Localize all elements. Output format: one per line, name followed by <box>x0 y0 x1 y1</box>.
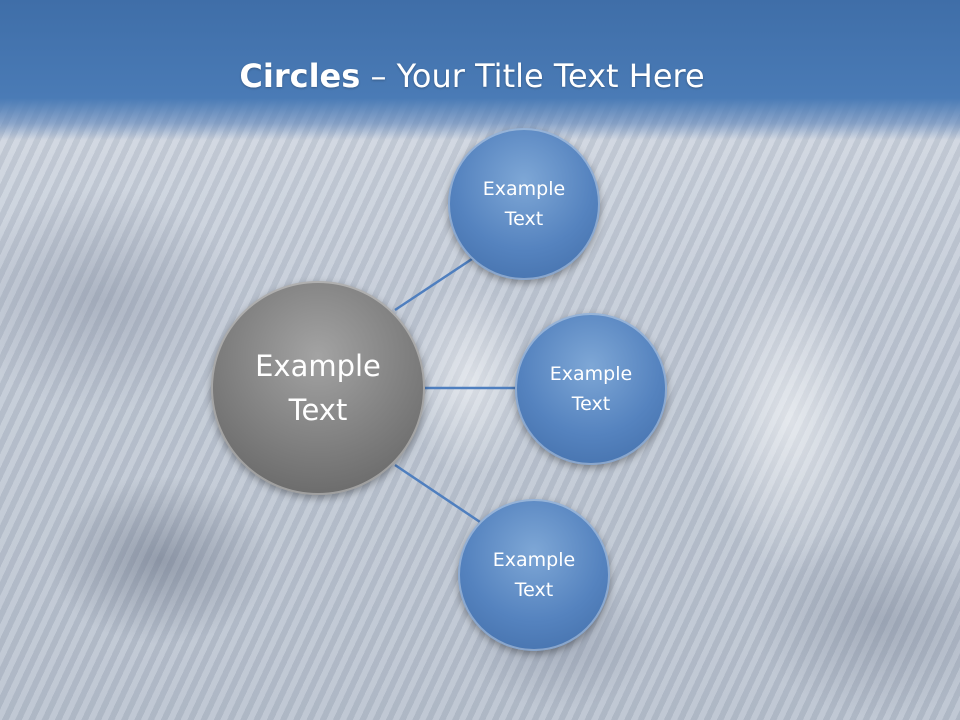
center-circle[interactable]: Example Text <box>211 281 425 495</box>
title-bold: Circles <box>239 57 361 95</box>
title-rest: – Your Title Text Here <box>360 57 705 95</box>
center-circle-line2: Text <box>288 393 348 427</box>
slide-title[interactable]: Circles – Your Title Text Here <box>0 56 944 96</box>
center-circle-line1: Example <box>255 349 381 383</box>
title-bar <box>0 0 960 140</box>
connector-bottom <box>394 463 481 524</box>
circle-middle[interactable]: Example Text <box>515 313 667 465</box>
circle-top[interactable]: Example Text <box>448 128 600 280</box>
circle-bottom-line2: Text <box>514 579 554 601</box>
circle-bottom[interactable]: Example Text <box>458 499 610 651</box>
circle-top-line2: Text <box>504 208 544 230</box>
circle-bottom-line1: Example <box>492 549 576 571</box>
circle-middle-line2: Text <box>571 393 611 415</box>
circle-top-line1: Example <box>482 178 566 200</box>
connector-top <box>394 253 479 312</box>
circle-middle-line1: Example <box>549 363 633 385</box>
